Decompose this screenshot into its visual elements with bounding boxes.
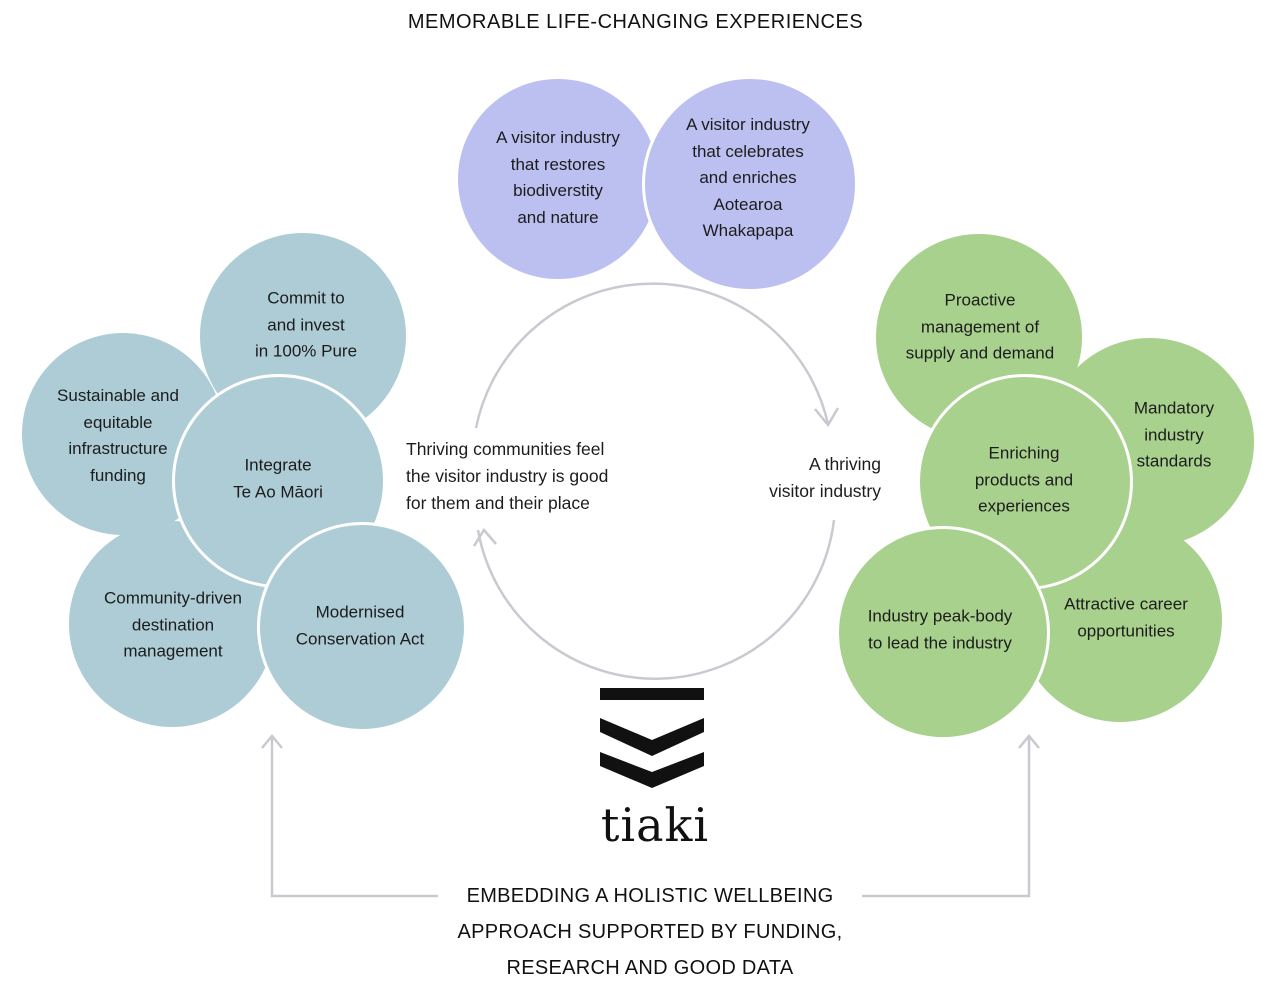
circle-industry-peak-body: [836, 526, 1050, 740]
cycle-arc-bottom: [476, 519, 836, 680]
circle-conservation-act: [257, 522, 467, 732]
cycle-arrowhead-left: [472, 527, 497, 547]
circle-restores-biodiversity: [458, 79, 658, 279]
feedback-arrowhead-left: [261, 734, 283, 749]
feedback-arrowhead-right: [1018, 734, 1040, 749]
cycle-arrowhead-right: [814, 407, 840, 428]
top-heading: MEMORABLE LIFE-CHANGING EXPERIENCES: [407, 11, 864, 33]
cycle-arc-top: [474, 282, 830, 429]
bottom-heading: EMBEDDING A HOLISTIC WELLBEING APPROACH …: [457, 885, 843, 979]
feedback-line-left: [270, 738, 438, 898]
feedback-line-right: [862, 738, 1031, 898]
circle-celebrates-whakapapa: [642, 76, 858, 292]
tiaki-logo-text: tiaki: [600, 798, 710, 852]
tiaki-logo-mark: [600, 688, 704, 788]
